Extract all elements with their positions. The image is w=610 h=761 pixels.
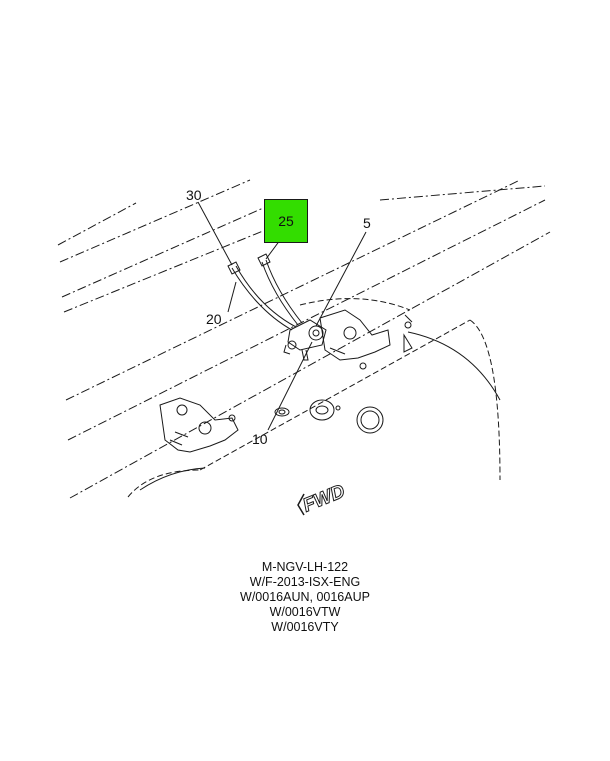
caption-line-3: W/0016AUN, 0016AUP — [240, 590, 370, 604]
harness-25 — [257, 253, 303, 326]
fwd-label: FWD — [300, 481, 348, 517]
caption-line-5: W/0016VTY — [271, 620, 339, 634]
caption-line-2: W/F-2013-ISX-ENG — [249, 575, 361, 589]
callout-20-label: 20 — [206, 311, 222, 327]
fwd-arrow-icon — [297, 493, 305, 516]
connector-assembly — [283, 319, 327, 361]
tank-edge — [407, 331, 501, 401]
callout-10-label: 10 — [252, 431, 268, 447]
harness-20 — [227, 261, 297, 331]
caption-line-4: W/0016VTW — [269, 605, 341, 619]
callout-25-highlight[interactable]: 25 — [264, 199, 308, 243]
callout-25-label: 25 — [278, 213, 294, 229]
fittings — [274, 399, 384, 434]
leader-lines — [197, 201, 367, 431]
callout-30-label: 30 — [186, 187, 202, 203]
frame-rail-lines — [57, 179, 551, 499]
diagram-caption: M-NGV-LH-122 W/F-2013-ISX-ENG W/0016AUN,… — [200, 560, 410, 635]
caption-line-1: M-NGV-LH-122 — [261, 560, 349, 574]
tank-edge-2 — [139, 467, 206, 491]
left-mounting-bracket — [159, 397, 239, 453]
strap-fastener — [403, 314, 413, 353]
fuel-tank-outline — [127, 298, 501, 498]
right-mounting-bracket — [319, 309, 391, 370]
callout-5-label: 5 — [363, 215, 371, 231]
